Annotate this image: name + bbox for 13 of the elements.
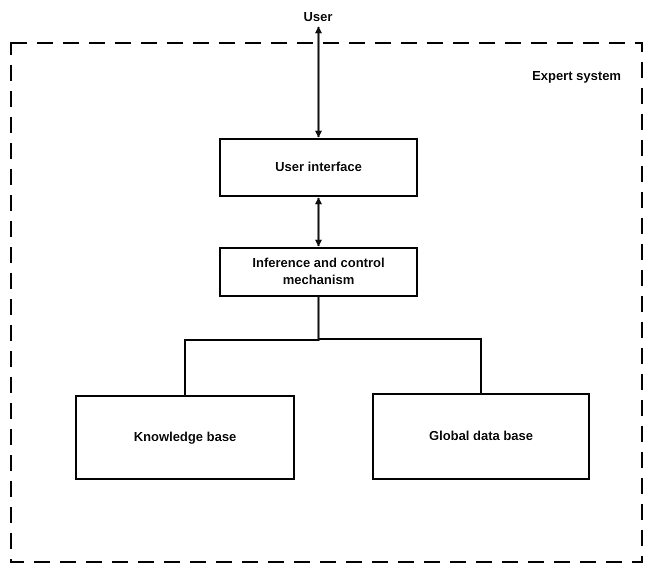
box-label: User interface [275, 159, 362, 176]
process-box [75, 395, 295, 480]
box-label: Inference and control mechanism [251, 255, 386, 289]
process-box [219, 138, 418, 197]
group-title: Expert system [532, 68, 621, 85]
connector [318, 297, 482, 393]
box-label: Knowledge base [134, 429, 236, 446]
connector [315, 197, 322, 247]
box-label: Global data base [428, 428, 534, 445]
process-box [219, 247, 418, 297]
node-label: User [304, 8, 332, 26]
process-box [372, 393, 590, 480]
connector [315, 26, 322, 138]
